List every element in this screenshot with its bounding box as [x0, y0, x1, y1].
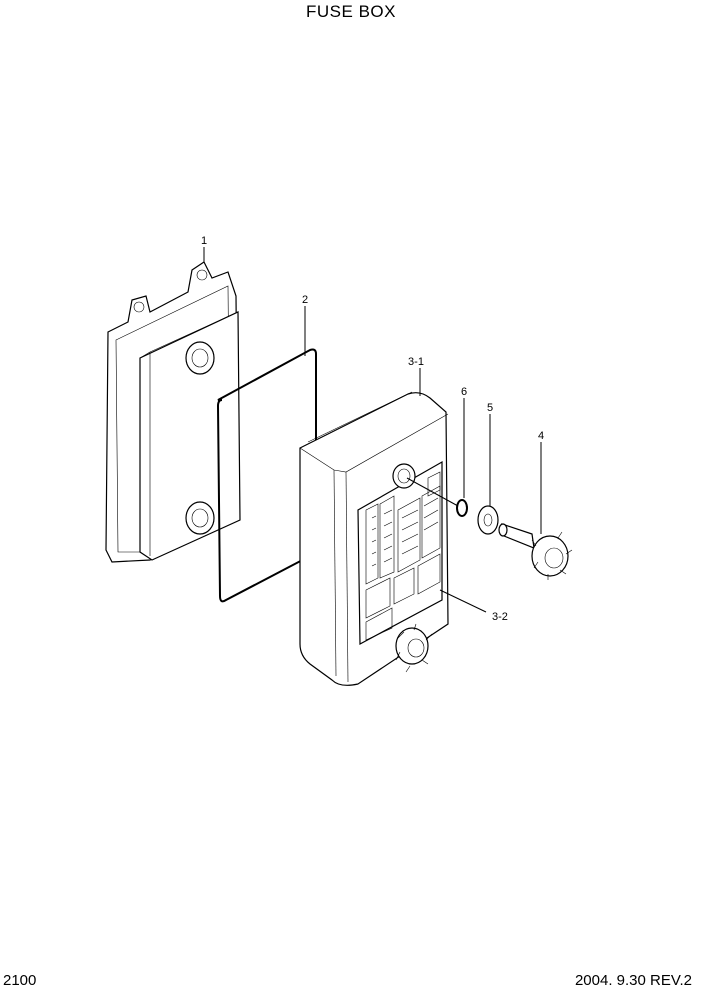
- callout-3-1: 3-1: [408, 356, 424, 368]
- callout-labels: 1 2 3-1 6 5 4 3-2: [201, 235, 544, 623]
- part-6-o-ring: [456, 499, 468, 517]
- part-4-bolt: [498, 523, 573, 580]
- part-2-gasket: [216, 348, 317, 603]
- part-3-1-knob: [395, 623, 433, 673]
- callout-1: 1: [201, 235, 207, 247]
- page-title: FUSE BOX: [306, 2, 396, 21]
- callout-2: 2: [302, 294, 308, 306]
- part-3-1-fuse-box: [299, 391, 449, 686]
- callout-5: 5: [487, 402, 493, 414]
- part-5-washer: [477, 505, 499, 535]
- revision-date: 2004. 9.30 REV.2: [574, 972, 692, 989]
- part-1-cover: [105, 261, 241, 563]
- callout-4: 4: [538, 430, 544, 442]
- page-number: 2100: [3, 972, 37, 989]
- callout-6: 6: [461, 386, 467, 398]
- leader-lines: [203, 247, 542, 613]
- callout-3-2: 3-2: [492, 611, 508, 623]
